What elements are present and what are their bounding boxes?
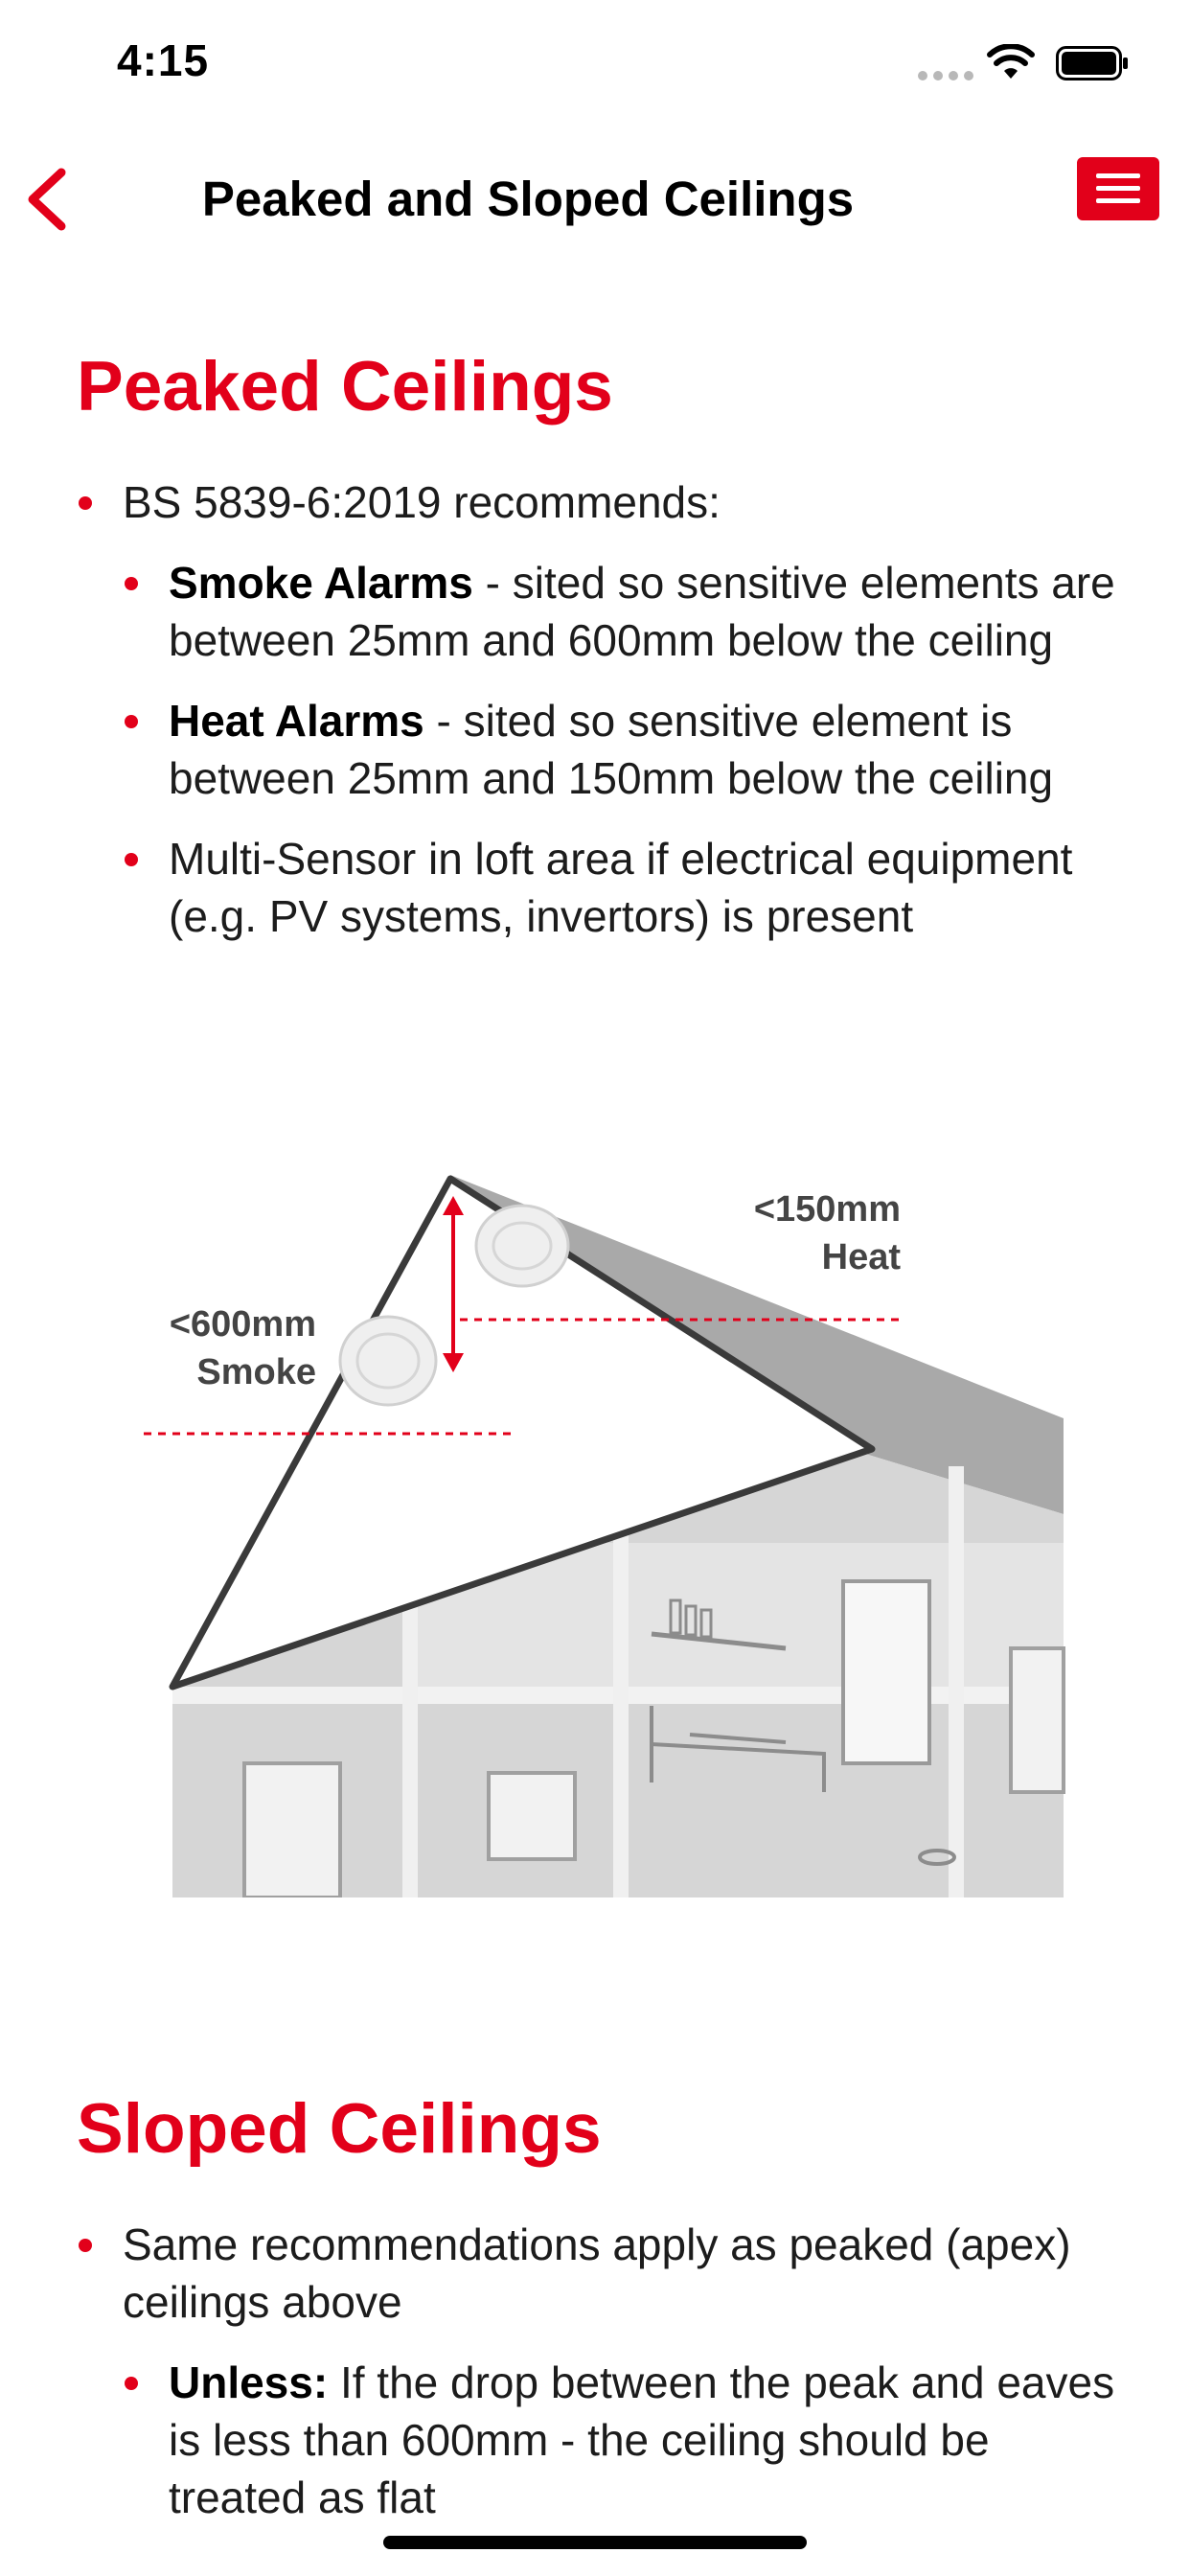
nav-bar: Peaked and Sloped Ceilings bbox=[0, 134, 1190, 259]
smoke-alarms-text: - sited so sensitive elements are betwee… bbox=[169, 558, 1115, 665]
bed bbox=[650, 1706, 826, 1792]
loft-triangle bbox=[169, 1175, 876, 1690]
peaked-ceilings-heading: Peaked Ceilings bbox=[77, 348, 613, 426]
unless-label: Unless: bbox=[169, 2358, 329, 2407]
window-right bbox=[1009, 1646, 1065, 1794]
peaked-intro-text: BS 5839-6:2019 recommends: bbox=[123, 477, 721, 527]
hamburger-menu-icon bbox=[1096, 173, 1140, 178]
wall-divider-1 bbox=[402, 1533, 418, 1898]
back-button[interactable] bbox=[19, 161, 86, 238]
list-item: Smoke Alarms - sited so sensitive elemen… bbox=[77, 554, 1131, 669]
heat-alarm-icon bbox=[474, 1204, 570, 1288]
arrow-head-down bbox=[443, 1353, 464, 1372]
list-item: BS 5839-6:2019 recommends: bbox=[77, 473, 1131, 531]
smoke-alarm-icon bbox=[338, 1315, 438, 1407]
multi-sensor-text: Multi-Sensor in loft area if electrical … bbox=[169, 834, 1073, 941]
roof-right-slope bbox=[450, 1175, 1064, 1514]
list-item: Heat Alarms - sited so sensitive element… bbox=[77, 692, 1131, 807]
home-indicator[interactable] bbox=[383, 2536, 807, 2549]
smoke-alarms-label: Smoke Alarms bbox=[169, 558, 473, 608]
sloped-ceilings-heading: Sloped Ceilings bbox=[77, 2090, 602, 2168]
list-item: Unless: If the drop between the peak and… bbox=[77, 2354, 1131, 2526]
window-left bbox=[242, 1761, 342, 1898]
ceiling-light bbox=[918, 1849, 956, 1866]
signal-icon bbox=[918, 71, 973, 80]
peaked-bullet-list: BS 5839-6:2019 recommends: Smoke Alarms … bbox=[77, 473, 1131, 945]
wall-divider-2 bbox=[613, 1485, 629, 1898]
status-bar: 4:15 bbox=[0, 0, 1190, 134]
list-item: Multi-Sensor in loft area if electrical … bbox=[77, 830, 1131, 945]
chevron-left-icon bbox=[28, 168, 66, 231]
heat-alarms-text: - sited so sensitive element is between … bbox=[169, 696, 1054, 803]
page-title: Peaked and Sloped Ceilings bbox=[201, 172, 855, 226]
heat-alarms-label: Heat Alarms bbox=[169, 696, 424, 746]
window-mid bbox=[487, 1771, 577, 1861]
door bbox=[841, 1579, 931, 1765]
wifi-icon bbox=[987, 44, 1035, 79]
menu-button[interactable] bbox=[1077, 157, 1159, 220]
shelf bbox=[651, 1631, 787, 1651]
arrow-head-up bbox=[443, 1196, 464, 1215]
wall-divider-3 bbox=[949, 1466, 964, 1898]
heat-label: Heat bbox=[822, 1237, 902, 1277]
battery-icon bbox=[1056, 46, 1128, 80]
sloped-bullet-list: Same recommendations apply as peaked (ap… bbox=[77, 2216, 1131, 2526]
sloped-intro-text: Same recommendations apply as peaked (ap… bbox=[123, 2220, 1071, 2327]
smoke-label: Smoke bbox=[196, 1352, 316, 1392]
heat-distance-label: <150mm bbox=[754, 1189, 901, 1230]
unless-text: If the drop between the peak and eaves i… bbox=[169, 2358, 1115, 2522]
peaked-ceiling-diagram: <150mm Heat <600mm Smoke bbox=[144, 1175, 1065, 1898]
list-item: Same recommendations apply as peaked (ap… bbox=[77, 2216, 1131, 2331]
smoke-distance-label: <600mm bbox=[170, 1304, 316, 1345]
status-time: 4:15 bbox=[117, 35, 210, 85]
